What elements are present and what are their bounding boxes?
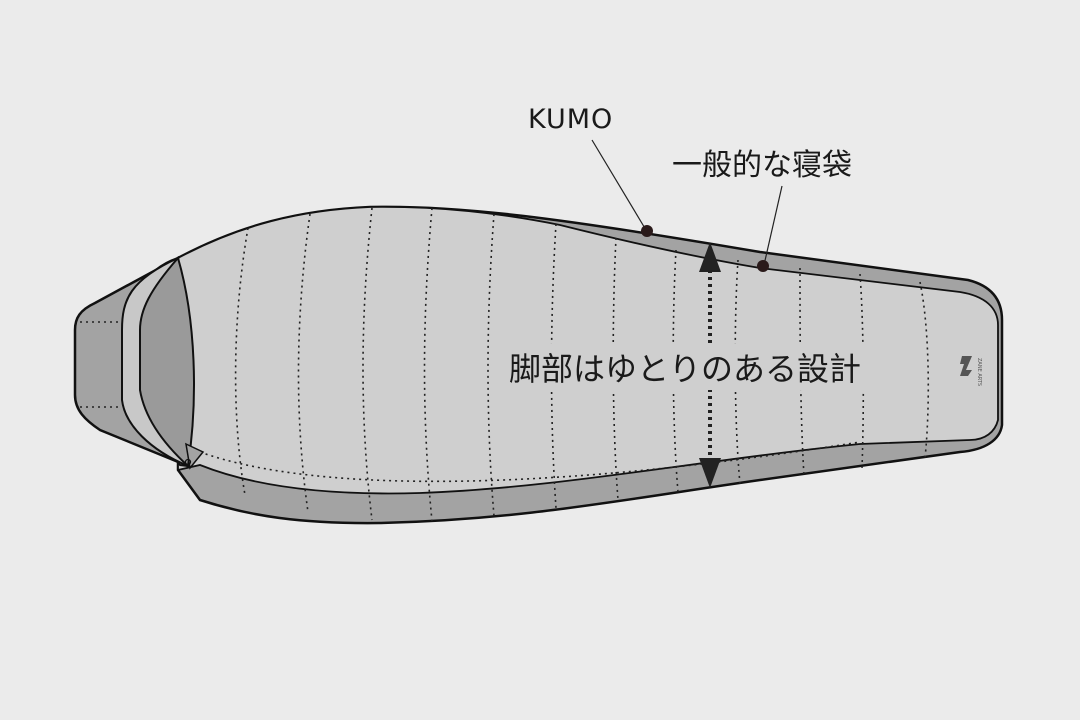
zipper-tab-eyelet — [184, 458, 192, 466]
svg-text:ZANE ARTS: ZANE ARTS — [976, 358, 982, 386]
width-arrow — [699, 242, 721, 488]
general-marker — [757, 260, 769, 272]
general-bag-label: 一般的な寝袋 — [672, 148, 852, 183]
kumo-marker — [641, 225, 653, 237]
kumo-label: KUMO — [528, 104, 614, 135]
general-leader — [763, 185, 783, 266]
kumo-leader — [591, 139, 647, 231]
zane-arts-logo: ZANE ARTS — [960, 356, 982, 386]
hood-stitches — [80, 321, 122, 408]
feature-label: 脚部はゆとりのある設計 — [505, 344, 866, 390]
hood-opening — [139, 255, 195, 469]
